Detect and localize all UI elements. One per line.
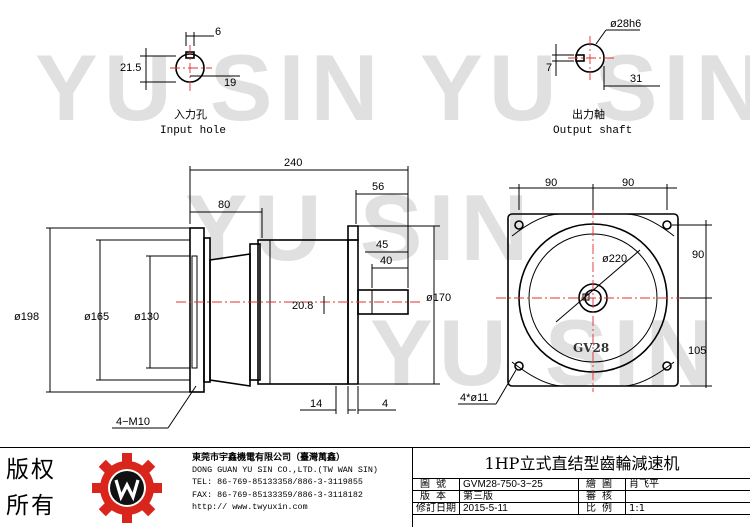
label-review: 審核 [579, 491, 626, 503]
input-hole-dim-6: 6 [215, 26, 221, 38]
side-dim-dia-130: ø130 [134, 311, 159, 323]
company-logo [84, 452, 170, 524]
front-dim-90-right: 90 [622, 177, 634, 189]
side-dim-80: 80 [218, 199, 230, 211]
copyright-label: 版权所有 [6, 452, 76, 524]
side-dim-dia-170: ø170 [426, 292, 451, 304]
output-shaft-dim-dia: ø28h6 [610, 18, 641, 30]
value-revision-date: 2015-5-11 [460, 503, 579, 515]
input-hole-dim-19: 19 [224, 77, 236, 89]
value-drawing-no: GVM28-750-3~25 [460, 479, 579, 491]
label-drawing-no: 圖號 [413, 479, 460, 491]
label-drawn-by: 繪圖 [579, 479, 626, 491]
side-dim-20-8: 20.8 [292, 300, 313, 312]
output-shaft-dim-7: 7 [546, 62, 552, 74]
value-drawn-by: 肖飞平 [626, 479, 750, 491]
company-name-en: DONG GUAN YU SIN CO.,LTD.(TW WAN SIN) [192, 464, 412, 476]
watermark-group: YU SIN YU SIN YU SIN YU SIN [35, 35, 750, 405]
input-hole-dim-21-5: 21.5 [120, 62, 141, 74]
input-hole-caption-zh: 入力孔 [174, 108, 207, 121]
output-shaft-caption-en: Output shaft [553, 125, 632, 137]
title-block: 版权所有 東莞市宇鑫機電有限公司（臺灣萬鑫） DONG G [0, 447, 750, 527]
company-tel: TEL: 86-769-85133358/886-3-3119855 [192, 476, 412, 488]
front-dim-90-left: 90 [545, 177, 557, 189]
side-dim-40: 40 [380, 255, 392, 267]
table-row: 修訂日期 2015-5-11 比例 1:1 [413, 503, 750, 515]
side-dim-dia-198: ø198 [14, 311, 39, 323]
front-dim-105: 105 [688, 345, 706, 357]
front-nameplate: GV28 [573, 341, 609, 355]
product-title: 1HP立式直结型齒輪減速机 [413, 450, 750, 479]
company-fax: FAX: 86-769-85133359/886-3-3118182 [192, 489, 412, 501]
side-dim-45: 45 [376, 239, 388, 251]
front-dim-dia-220: ø220 [602, 253, 627, 265]
title-box: 1HP立式直结型齒輪減速机 圖號 GVM28-750-3~25 繪圖 肖飞平 版… [412, 448, 750, 527]
side-dim-4: 4 [382, 398, 388, 410]
output-shaft-dim-31: 31 [630, 73, 642, 85]
side-callout-m10: 4−M10 [116, 416, 150, 428]
side-dim-dia-165: ø165 [84, 311, 109, 323]
front-callout-holes: 4*ø11 [460, 392, 489, 404]
value-review [626, 491, 750, 503]
value-scale: 1:1 [626, 503, 750, 515]
company-name-zh: 東莞市宇鑫機電有限公司（臺灣萬鑫） [192, 452, 412, 464]
table-row: 版本 第三版 審核 [413, 491, 750, 503]
watermark-bottom: YU SIN [370, 300, 719, 405]
side-dim-240: 240 [284, 157, 302, 169]
side-dim-14: 14 [310, 398, 322, 410]
table-row: 圖號 GVM28-750-3~25 繪圖 肖飞平 [413, 479, 750, 491]
value-version: 第三版 [460, 491, 579, 503]
input-hole-caption-en: Input hole [160, 125, 226, 137]
label-revision-date: 修訂日期 [413, 503, 460, 515]
company-web: http:// www.twyuxin.com [192, 501, 412, 513]
watermark-middle: YU SIN [185, 175, 534, 280]
label-version: 版本 [413, 491, 460, 503]
company-info: 東莞市宇鑫機電有限公司（臺灣萬鑫） DONG GUAN YU SIN CO.,L… [192, 452, 412, 513]
label-scale: 比例 [579, 503, 626, 515]
front-dim-90-side: 90 [692, 249, 704, 261]
side-dim-56: 56 [372, 181, 384, 193]
output-shaft-caption-zh: 出力軸 [572, 107, 605, 121]
drawing-info-table: 圖號 GVM28-750-3~25 繪圖 肖飞平 版本 第三版 審核 修訂日期 … [413, 479, 750, 515]
